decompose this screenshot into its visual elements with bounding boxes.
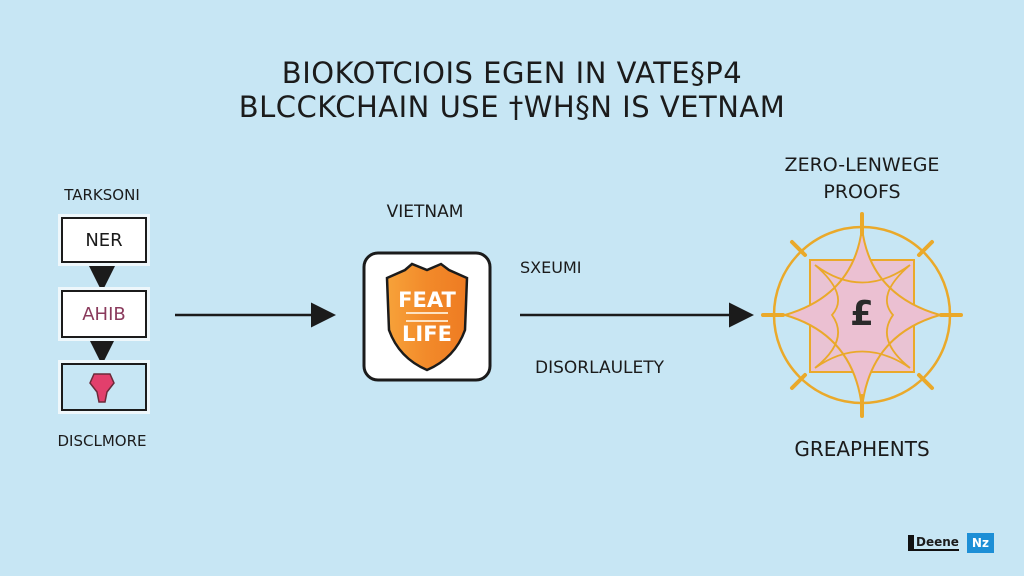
center-label: VIETNAM [386, 202, 464, 222]
step-box-ahib: AHIB [61, 290, 147, 338]
right-bottom-label: GREAPHENTS [794, 437, 930, 461]
step-box-gem [61, 363, 147, 411]
title-line-2: BLCCKCHAIN USE †WH§N IS VETNAM [238, 90, 786, 124]
step-box-ner: NER [61, 217, 147, 263]
left-bottom-label: DISCLMORE [57, 432, 147, 450]
left-top-label: TARKSONI [64, 186, 140, 204]
shield-text-line-1: FEAT [398, 288, 456, 312]
shield-text-line-2: LIFE [402, 322, 452, 346]
zk-proof-emblem [761, 212, 963, 418]
step-label: NER [85, 229, 123, 251]
step-label: AHIB [82, 303, 126, 325]
watermark: Deene Nz [908, 533, 994, 553]
shield-small-text [406, 312, 448, 322]
title-line-1: BIOKOTCIOIS EGEN IN VATE§P4 [281, 56, 743, 90]
pound-symbol: £ [850, 294, 874, 334]
watermark-badge: Nz [966, 533, 994, 553]
right-title-line-1: ZERO-LENWEGE [784, 154, 940, 176]
watermark-logo: Deene [908, 535, 959, 551]
right-title: ZERO-LENWEGE PROOFS [752, 152, 972, 206]
arrow-label-above: SXEUMI [520, 258, 582, 277]
gem-icon [89, 373, 115, 403]
arrow-label-below: DISORLAULETY [535, 358, 665, 378]
right-title-line-2: PROOFS [823, 181, 901, 203]
shield-text: FEAT LIFE [388, 288, 466, 346]
shield-icon [385, 262, 469, 372]
